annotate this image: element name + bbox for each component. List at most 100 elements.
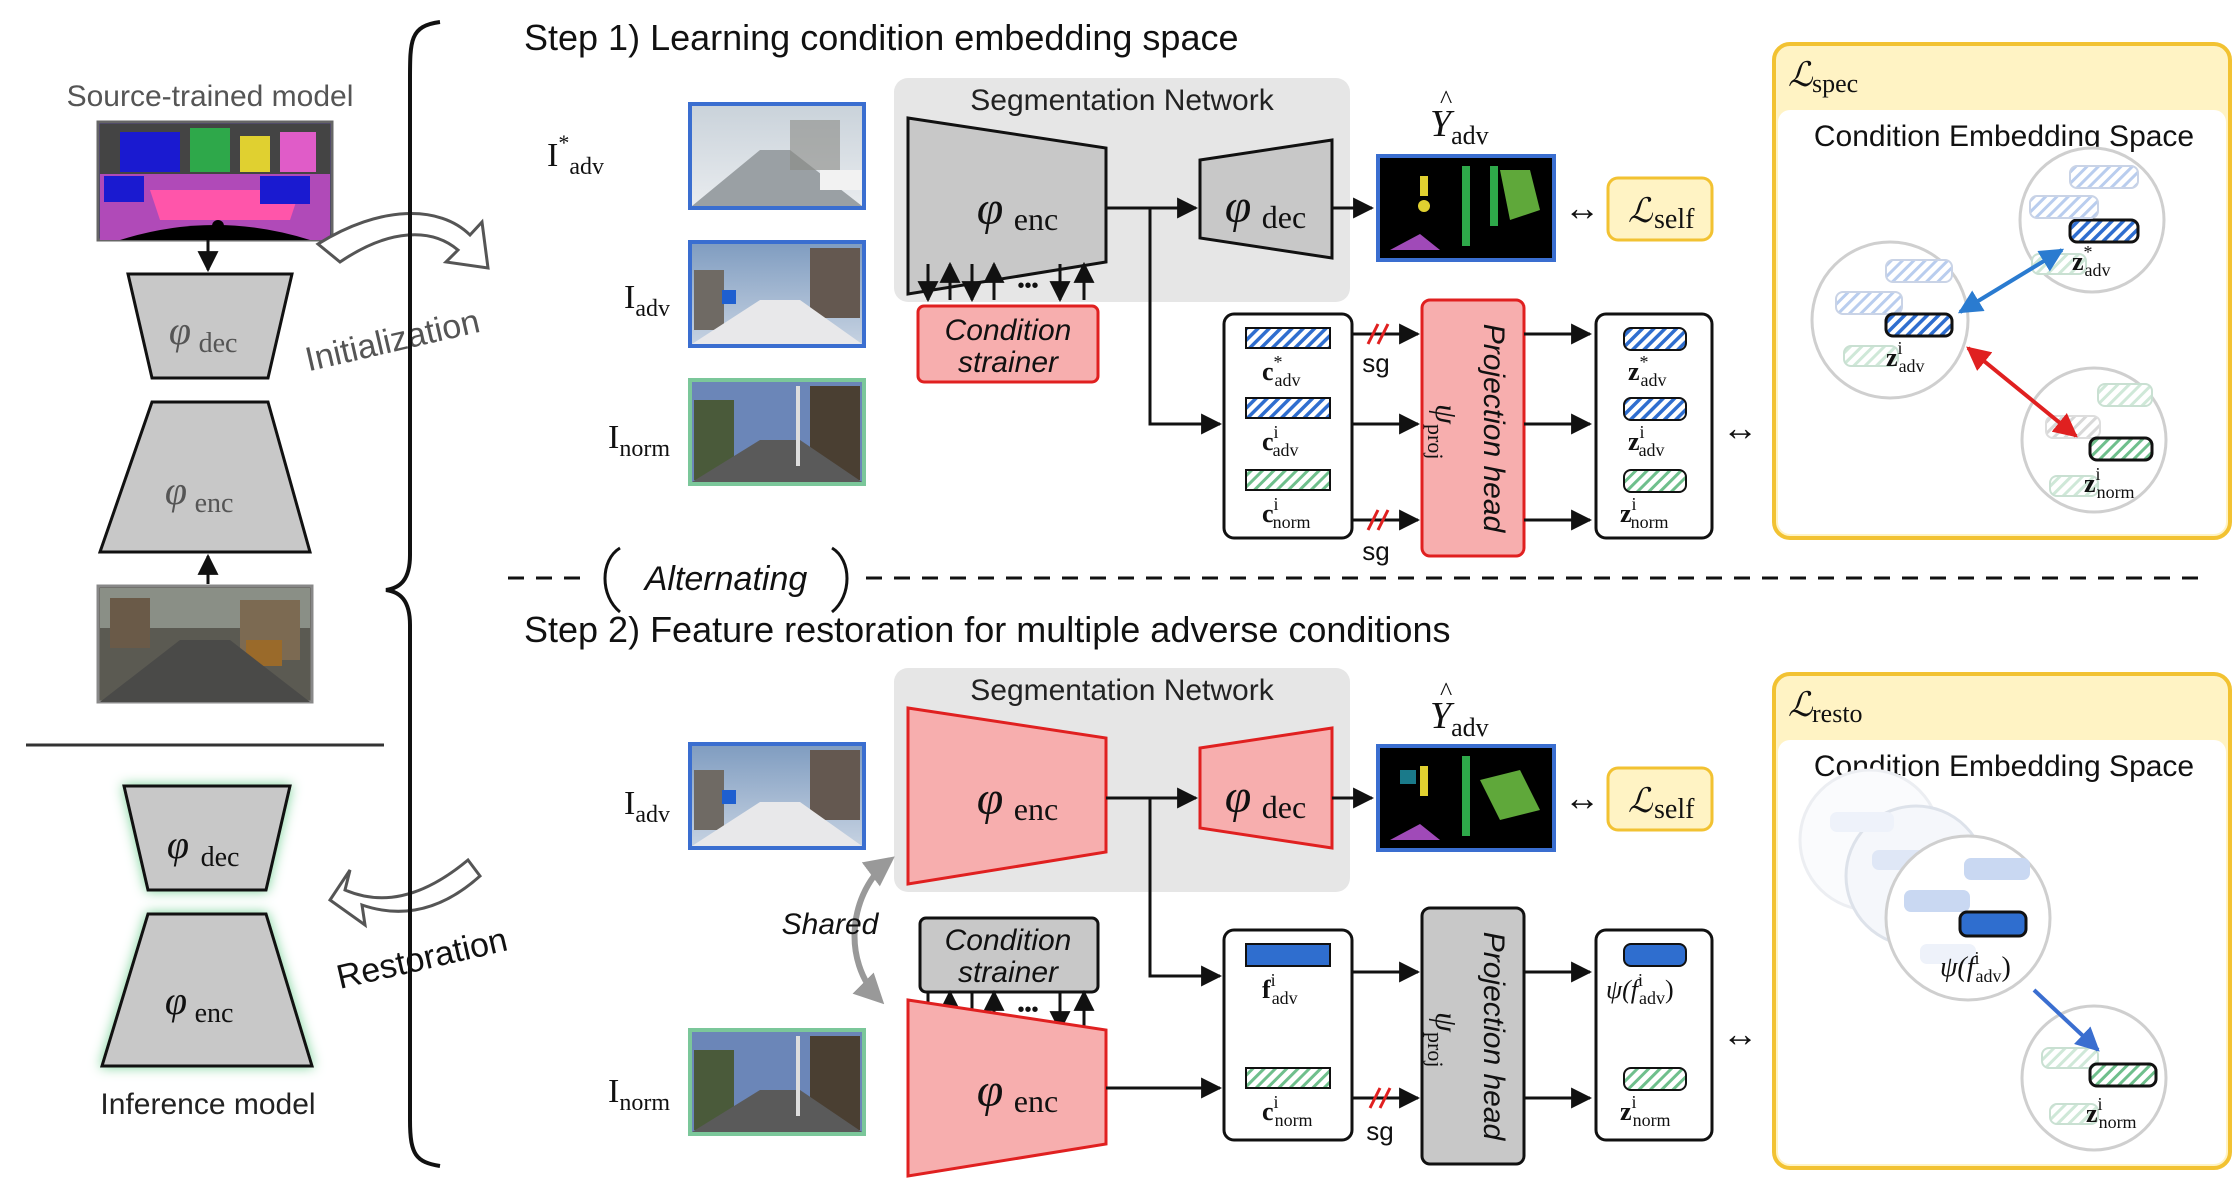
step2-input-norm-label: Inorm [608,1073,670,1116]
step1-dots: ••• [1017,275,1038,297]
svg-text:Alternating: Alternating [643,560,808,598]
step1-push-arrow [1966,346,2078,438]
step1-spec-arrow: ↔ [1722,407,1758,448]
step1-decoder: φ dec [1198,138,1334,260]
svg-text:proj: proj [1423,1032,1448,1067]
step1-input-norm-image [688,378,866,486]
step1-sg-bottom: sg [1362,536,1389,566]
initialization-label: Initialization [302,302,484,379]
source-model-label: Source-trained model [67,80,354,113]
svg-text:Condition: Condition [945,314,1072,347]
svg-text:ℒ: ℒ [1628,783,1654,820]
svg-text:φ: φ [165,468,187,513]
restoration-arrow-icon [327,857,483,929]
step2-input-adv-label: Iadv [624,785,670,828]
inference-encoder: φ enc [99,912,315,1068]
step1-proj-arrows [1524,323,1593,531]
svg-text:enc: enc [195,488,234,519]
svg-text:dec: dec [1262,199,1306,235]
step2-seg-label: Segmentation Network [970,674,1274,707]
svg-text:dec: dec [201,842,240,873]
step1-strainer-arrows [917,261,1095,303]
step1-title: Step 1) Learning condition embedding spa… [524,17,1239,58]
svg-text:enc: enc [1014,1083,1058,1119]
svg-text:dec: dec [1262,789,1306,825]
step2-routing [1106,798,1223,1099]
svg-text:ψ: ψ [1429,1012,1465,1033]
svg-text:I*adv: I*adv [547,130,604,180]
svg-text:φ: φ [977,772,1004,825]
step2: Step 2) Feature restoration for multiple… [524,609,2232,1178]
left-encoder: φ enc [97,400,312,554]
alternating-divider: Alternating [508,546,2200,614]
svg-text:self: self [1654,794,1695,825]
svg-text:enc: enc [195,998,234,1029]
svg-text:z*adv: z*adv [1628,352,1667,390]
inference-model-label: Inference model [100,1088,315,1121]
svg-text:Projection head: Projection head [1477,932,1510,1142]
step2-stopgrad-marks [1368,1087,1392,1109]
restoration-label: Restoration [333,921,511,997]
svg-text:φ: φ [977,1064,1004,1117]
step1-stopgrad-marks [1366,323,1390,531]
step1-sg-top: sg [1362,348,1389,378]
left-panel: Source-trained model φ dec φ en [26,20,511,1168]
svg-text:φ: φ [169,308,191,353]
svg-text:φ: φ [1225,180,1252,233]
svg-text:c*adv: c*adv [1262,352,1301,390]
svg-text:Condition: Condition [945,924,1072,957]
step1-condition-strainer: Condition strainer [916,304,1100,384]
svg-text:Inorm: Inorm [608,419,670,462]
left-decoder: φ dec [126,272,294,380]
svg-text:enc: enc [1014,201,1058,237]
step1-self-loss: ℒ self [1606,176,1714,242]
step1-input-adv-image [688,240,866,348]
svg-text:dec: dec [199,328,238,359]
step2-encoder-norm: φ enc [906,998,1108,1178]
step2-condition-strainer: Condition strainer [918,916,1100,994]
step1-projection-head: Projection head ψ proj [1420,298,1526,558]
svg-text:self: self [1654,204,1695,235]
svg-text:proj: proj [1423,424,1448,459]
svg-text:ℒ: ℒ [1788,57,1814,94]
step1-sg-arrows [1352,323,1421,531]
step2-self-arrow: ↔ [1564,777,1600,818]
svg-text:strainer: strainer [958,956,1059,989]
svg-text:strainer: strainer [958,346,1059,379]
step1-yhat: Yadv [1430,103,1489,150]
step2-yhat: Yadv [1430,695,1489,742]
svg-text:resto: resto [1812,699,1863,728]
step1-output-segmentation [1376,154,1556,262]
step2-restore-arrow [2032,988,2100,1052]
step1-space-label: Condition Embedding Space [1814,120,2194,153]
step2-input-norm-image [688,1028,866,1136]
step1-input-labels: I*adv Iadv Inorm [547,130,670,462]
step2-yhat-hat: ^ [1440,677,1452,706]
step2-encoder-adv: φ enc [906,706,1108,886]
step2-title: Step 2) Feature restoration for multiple… [524,609,1450,650]
source-segmentation-map [96,120,334,242]
svg-text:φ: φ [1225,770,1252,823]
step1-self-arrow: ↔ [1564,187,1600,228]
source-input-image [96,584,314,704]
step1-yhat-hat: ^ [1440,85,1452,114]
step1-feature-routing [1148,208,1223,435]
shared-label: Shared [782,908,880,941]
initialization-arrow-icon [315,212,490,270]
step2-decoder: φ dec [1198,726,1334,850]
svg-text:φ: φ [977,182,1004,235]
step2-sg: sg [1366,1116,1393,1146]
shared-arrow [851,856,895,1005]
step1-seg-label: Segmentation Network [970,84,1274,117]
